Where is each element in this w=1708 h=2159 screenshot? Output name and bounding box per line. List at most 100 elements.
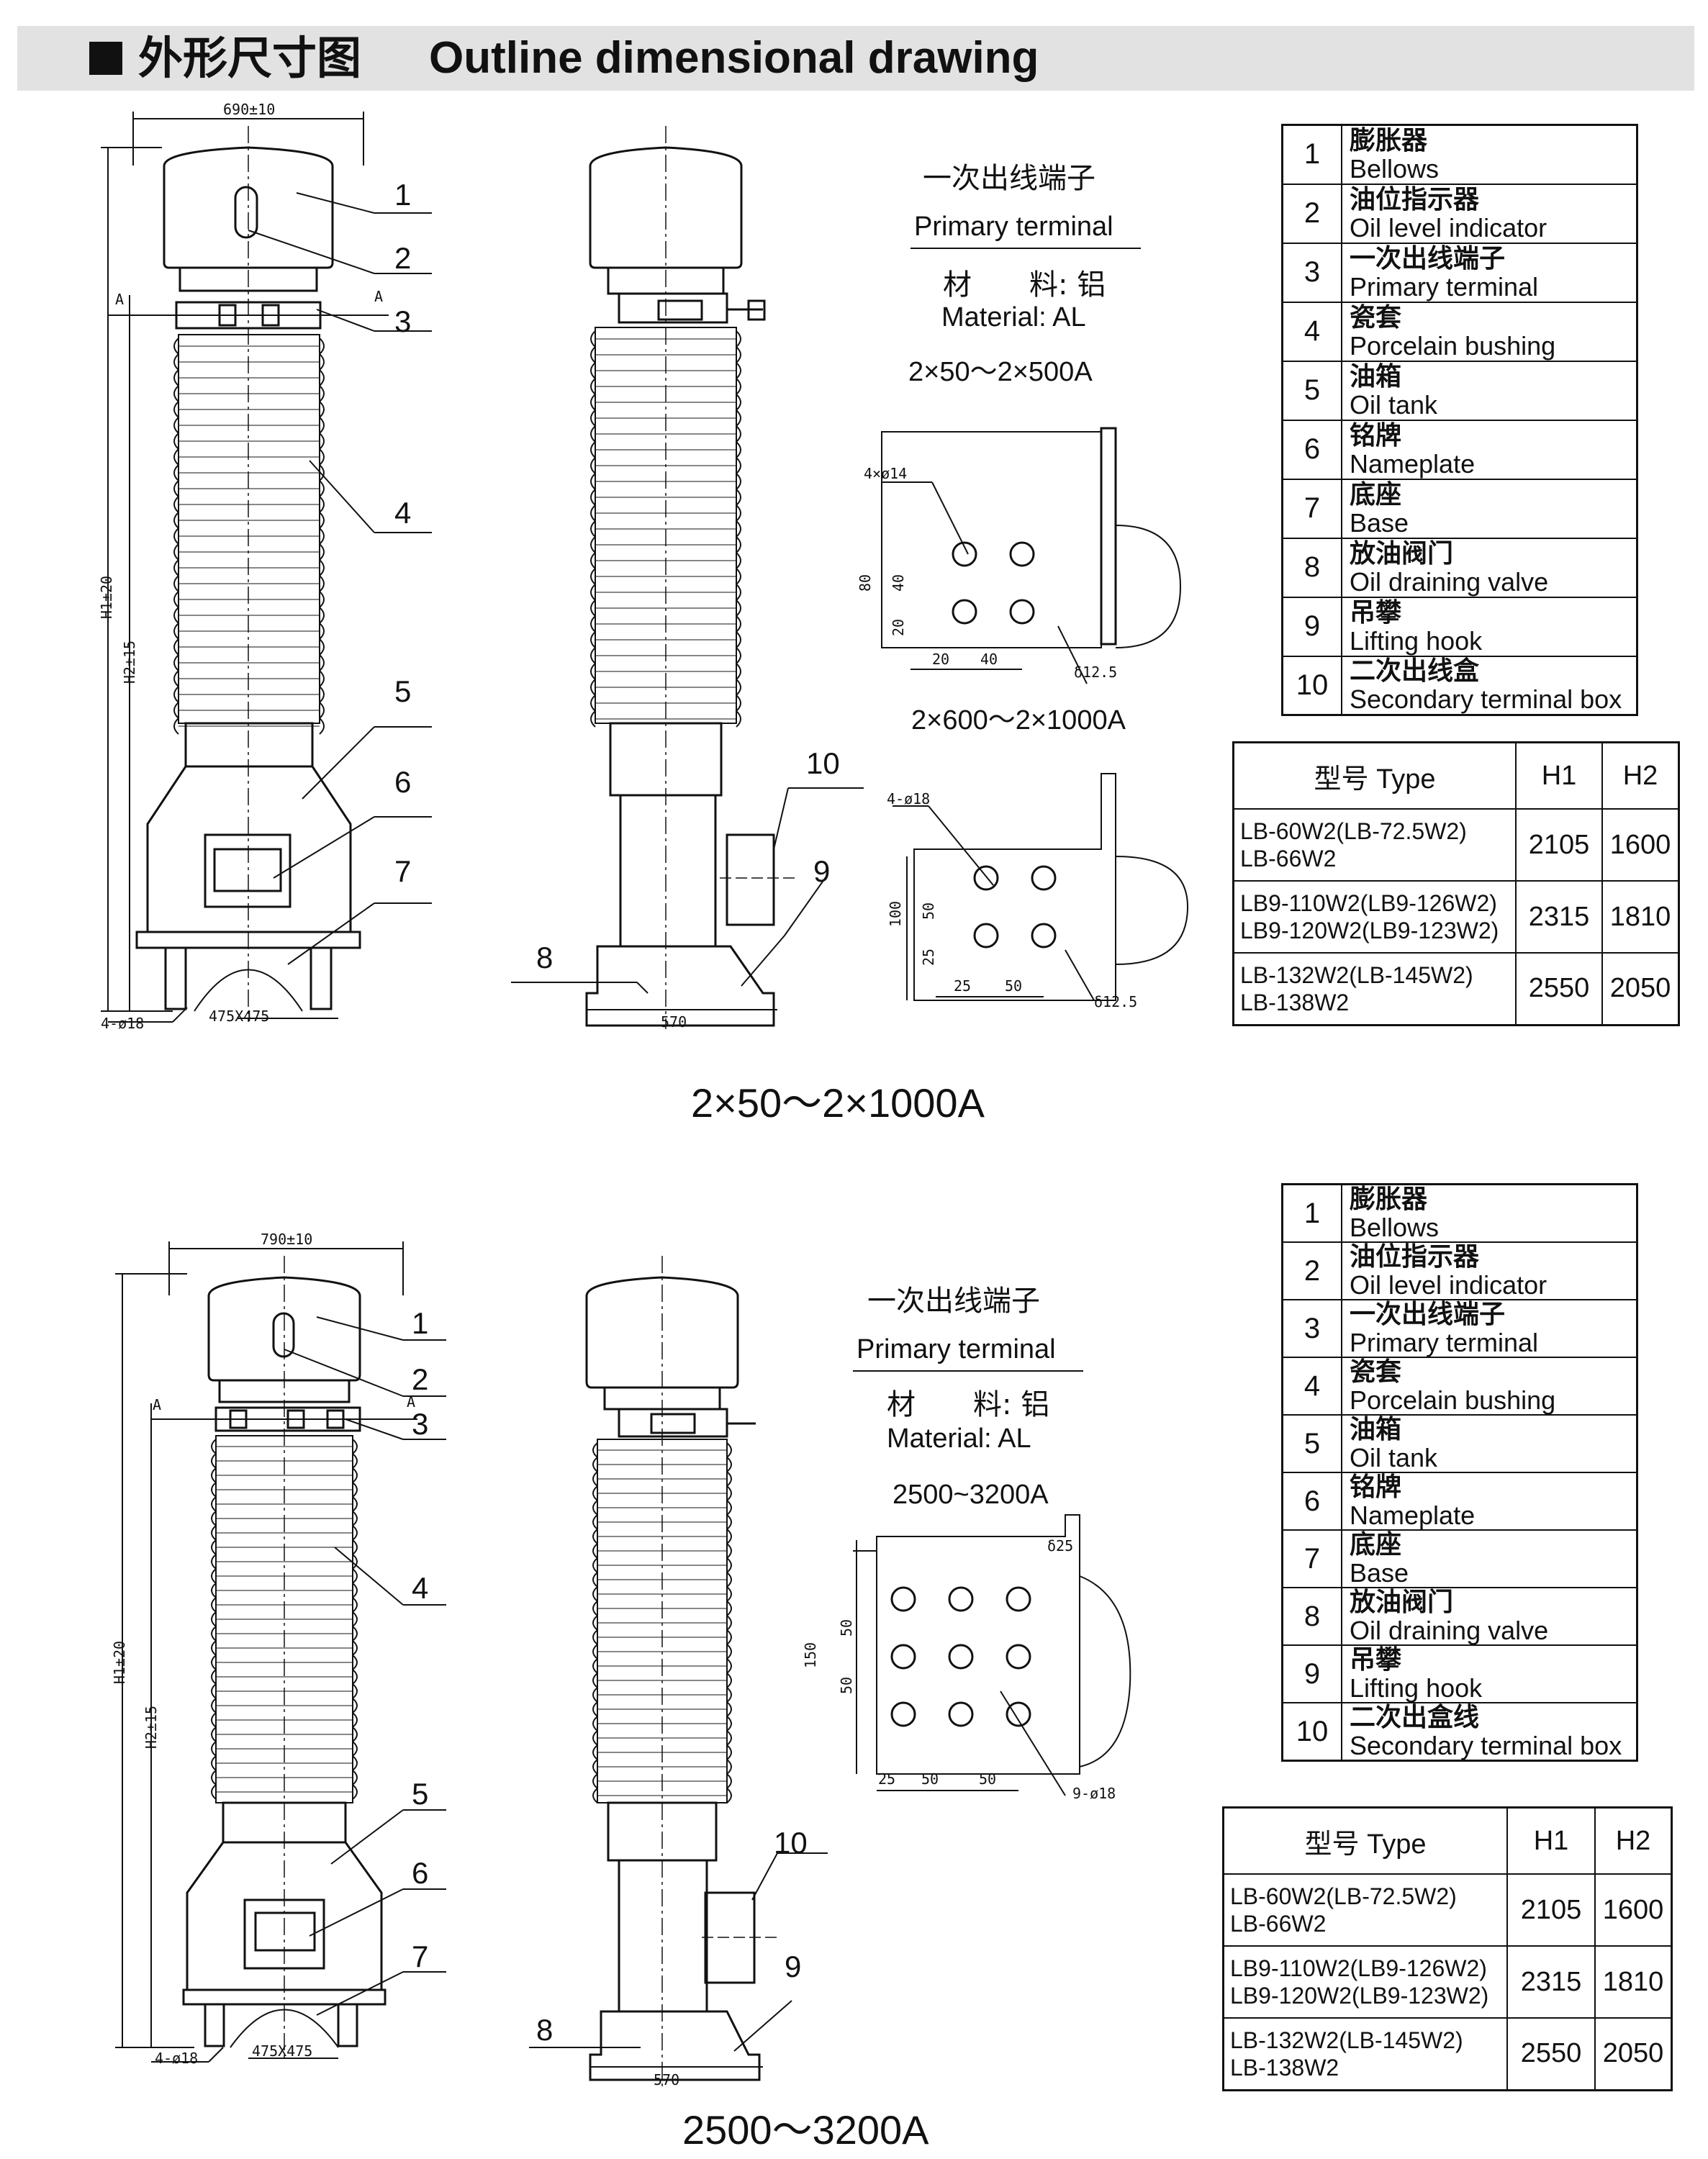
shed [592, 1514, 732, 1530]
shed [173, 607, 325, 624]
part-name-zh: 膨胀器 [1350, 1185, 1428, 1214]
shed [590, 425, 741, 443]
shed [211, 1726, 358, 1742]
part-name-zh: 一次出线端子 [1350, 1300, 1506, 1329]
part-name-en: Primary terminal [1350, 271, 1539, 302]
h1-header: H1 [1515, 741, 1603, 810]
h1-value: 2105 [1515, 808, 1603, 882]
type-name: LB-132W2(LB-145W2) LB-138W2 [1222, 2017, 1508, 2091]
side-view [511, 126, 864, 1029]
shed [211, 1741, 358, 1757]
part-name-zh: 铭牌 [1350, 1472, 1402, 1502]
h1-dim: H1±20 [111, 1640, 129, 1685]
part-number: 1 [1281, 1183, 1342, 1243]
shed [590, 615, 741, 633]
front-view [115, 1241, 446, 2063]
shed [592, 1572, 732, 1588]
terminal-title-en: Primary terminal [857, 1334, 1056, 1364]
h2-value: 2050 [1601, 952, 1680, 1026]
callout-3: 3 [394, 304, 412, 338]
terminal-material-zh: 材 料: 铝 [887, 1388, 1050, 1421]
shed [592, 1716, 732, 1732]
base-dim: 475X475 [209, 1008, 270, 1025]
holes-dim: 4-ø18 [101, 1015, 145, 1032]
part-name-en: Lifting hook [1350, 625, 1483, 656]
part-number: 7 [1281, 478, 1342, 539]
type-name: LB-60W2(LB-72.5W2) LB-66W2 [1222, 1873, 1508, 1947]
part-number: 1 [1281, 124, 1342, 185]
terminal-detail [853, 1370, 1131, 1796]
shed [173, 575, 325, 592]
part-name-en: Bellows [1350, 1213, 1440, 1242]
section-mark-left: A [153, 1396, 162, 1413]
h1-header: H1 [1506, 1806, 1596, 1875]
shed [590, 694, 741, 712]
part-number: 10 [1281, 655, 1342, 716]
shed [173, 702, 325, 719]
header-title-en: Outline dimensional drawing [429, 33, 1039, 83]
callout-2: 2 [412, 1362, 429, 1396]
shed [211, 1683, 358, 1699]
part-number: 5 [1281, 360, 1342, 421]
shed [590, 473, 741, 490]
part-name-en: Oil draining valve [1350, 566, 1549, 597]
h1-dim: H1±20 [98, 575, 116, 620]
part-name-en: Lifting hook [1350, 1673, 1483, 1703]
part-name-zh: 二次出线盒 [1350, 656, 1480, 687]
part-number: 5 [1281, 1414, 1342, 1473]
h2-header: H2 [1594, 1806, 1673, 1875]
part-name-zh: 瓷套 [1350, 302, 1402, 332]
part-name-zh: 底座 [1350, 479, 1402, 510]
part-name-en: Base [1350, 507, 1409, 538]
shed [173, 480, 325, 497]
callout-9: 9 [785, 1950, 802, 1983]
shed [590, 457, 741, 474]
shed [592, 1586, 732, 1602]
shed [592, 1543, 732, 1559]
part-name-en: Oil tank [1350, 1443, 1438, 1472]
section-2-caption: 2500～3200A [682, 2107, 929, 2153]
shed [592, 1629, 732, 1645]
shed [211, 1439, 358, 1454]
h1-value: 2550 [1515, 952, 1603, 1026]
shed [592, 1730, 732, 1746]
h2-value: 1810 [1594, 1945, 1673, 2019]
part-name-en: Porcelain bushing [1350, 330, 1556, 361]
header-square-icon [89, 42, 122, 75]
part-name-zh: 油位指示器 [1350, 184, 1480, 214]
terminal-b-dim-50v: 50 [920, 902, 938, 920]
shed [173, 686, 325, 703]
terminal-a-dim-80: 80 [857, 574, 875, 592]
h1-value: 2315 [1515, 880, 1603, 954]
section-1-drawing [101, 112, 1189, 1029]
shed [590, 631, 741, 648]
part-name-en: Oil draining valve [1350, 1616, 1549, 1645]
shed [211, 1525, 358, 1541]
part-number: 3 [1281, 242, 1342, 303]
terminal-a-dim-40v: 40 [890, 574, 908, 592]
terminal-dim-50v2: 50 [838, 1676, 856, 1695]
shed [211, 1611, 358, 1627]
shed [590, 504, 741, 522]
header-bar: 外形尺寸图 Outline dimensional drawing [17, 26, 1694, 91]
shed [211, 1698, 358, 1714]
shed [211, 1453, 358, 1469]
terminal-a-thickness: δ12.5 [1074, 664, 1118, 681]
shed [590, 489, 741, 506]
type-name: LB9-110W2(LB9-126W2) LB9-120W2(LB9-123W2… [1232, 880, 1517, 954]
shed [592, 1471, 732, 1487]
shed [173, 559, 325, 576]
